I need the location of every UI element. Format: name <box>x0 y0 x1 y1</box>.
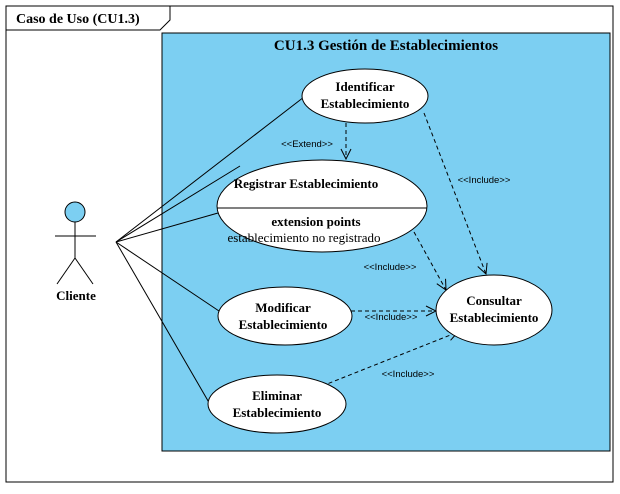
usecase-modificar-shape <box>217 286 353 346</box>
include-label-registrar: <<Include>> <box>364 262 417 273</box>
usecase-eliminar-line2: Establecimiento <box>233 405 322 420</box>
include-label-modificar: <<Include>> <box>365 312 418 323</box>
usecase-eliminar-line1: Eliminar <box>252 388 302 403</box>
actor-head-icon <box>64 201 86 223</box>
usecase-identificar[interactable]: Identificar Establecimiento <box>301 68 429 124</box>
actor-left-leg <box>56 257 76 285</box>
include-arrow-eliminar <box>321 332 458 387</box>
usecase-consultar-line2: Establecimiento <box>450 310 539 325</box>
usecase-consultar-shape <box>435 274 553 346</box>
usecase-identificar-shape <box>301 68 429 124</box>
usecase-modificar[interactable]: Modificar Establecimiento <box>217 286 353 346</box>
frame-title: Caso de Uso (CU1.3) <box>16 12 140 27</box>
usecase-registrar-shape <box>216 159 428 253</box>
include-arrow-identificar <box>423 112 486 274</box>
boundary-title: CU1.3 Gestión de Establecimientos <box>274 38 498 54</box>
usecase-consultar-line1: Consultar <box>466 293 522 308</box>
actor-associations <box>115 96 305 407</box>
usecase-modificar-line1: Modificar <box>255 300 311 315</box>
usecase-registrar-name: Registrar Establecimiento <box>234 176 379 191</box>
usecase-consultar[interactable]: Consultar Establecimiento <box>435 274 553 346</box>
extend-label: <<Extend>> <box>281 139 333 150</box>
actor-right-leg <box>74 257 94 285</box>
dependencies <box>321 112 486 387</box>
include-label-identificar: <<Include>> <box>458 175 511 186</box>
usecase-eliminar[interactable]: Eliminar Establecimiento <box>207 374 347 434</box>
actor-cliente[interactable]: Cliente <box>55 201 96 303</box>
frame-title-tab <box>5 5 171 31</box>
usecase-identificar-line2: Establecimiento <box>321 96 410 111</box>
actor-name: Cliente <box>56 288 96 303</box>
association-identificar <box>115 96 305 243</box>
association-modificar <box>115 241 220 312</box>
usecase-eliminar-shape <box>207 374 347 434</box>
association-registrar <box>115 165 241 243</box>
association-eliminar <box>115 241 212 407</box>
extension-point-item: establecimiento no registrado <box>227 230 380 245</box>
association-registrar-lower <box>115 212 219 243</box>
usecase-modificar-line2: Establecimiento <box>239 317 328 332</box>
extension-points-title: extension points <box>271 214 360 229</box>
include-label-eliminar: <<Include>> <box>382 369 435 380</box>
usecase-identificar-line1: Identificar <box>335 79 394 94</box>
usecase-registrar[interactable]: Registrar Establecimiento extension poin… <box>216 159 428 253</box>
